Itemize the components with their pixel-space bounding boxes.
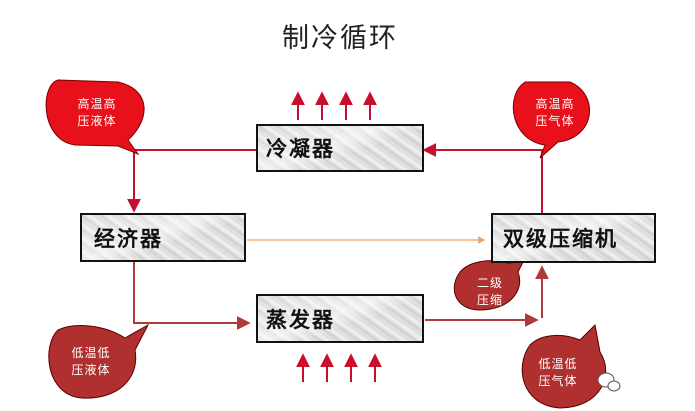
bubble-line: 二级: [476, 276, 503, 290]
bubble-high-pressure-liquid: [45, 79, 145, 156]
bubble-line: 低温低: [71, 346, 111, 360]
bubble-line: 高温高: [77, 97, 117, 111]
bubble-text-low-pressure-liquid: 低温低 压液体: [56, 345, 126, 379]
bubble-low-pressure-gas: [521, 323, 607, 409]
bubble-line: 压气体: [535, 114, 575, 128]
watermark-id: ikoeqsl11: [612, 392, 670, 406]
bubble-line: 低温低: [538, 357, 578, 371]
bubble-second-stage: [453, 250, 530, 311]
economizer-box: 经济器: [80, 213, 246, 262]
wechat-icon: [597, 372, 621, 392]
flow-compressor-to-condenser: [422, 143, 543, 213]
flow-condenser-to-economizer: [127, 149, 256, 213]
economizer-label: 经济器: [94, 225, 163, 251]
condenser-box: 冷凝器: [256, 124, 424, 172]
evaporator-label: 蒸发器: [266, 306, 335, 332]
bubble-text-second-stage: 二级 压缩: [466, 275, 514, 309]
bubble-line: 压缩: [476, 293, 503, 307]
compressor-box: 双级压缩机: [491, 213, 656, 263]
bubble-high-pressure-gas: [512, 81, 590, 159]
diagram-title: 制冷循环: [282, 23, 398, 54]
watermark-name: 制冷百科: [624, 373, 680, 389]
heat-in-arrows: [296, 353, 382, 382]
bubble-low-pressure-liquid: [48, 323, 150, 399]
bubble-line: 压气体: [538, 374, 578, 388]
bubble-line: 高温高: [535, 97, 575, 111]
heat-out-arrows: [291, 91, 377, 120]
flow-lines: [127, 143, 549, 330]
compressor-label: 双级压缩机: [503, 226, 618, 251]
bubble-text-high-pressure-liquid: 高温高 压液体: [62, 96, 132, 130]
evaporator-box: 蒸发器: [256, 294, 424, 343]
bubble-text-low-pressure-gas: 低温低 压气体: [528, 356, 588, 390]
condenser-label: 冷凝器: [266, 136, 335, 161]
bubble-text-high-pressure-gas: 高温高 压气体: [520, 96, 590, 130]
bubble-line: 压液体: [71, 363, 111, 377]
flow-economizer-to-evaporator: [133, 262, 251, 330]
bubble-line: 压液体: [77, 114, 117, 128]
